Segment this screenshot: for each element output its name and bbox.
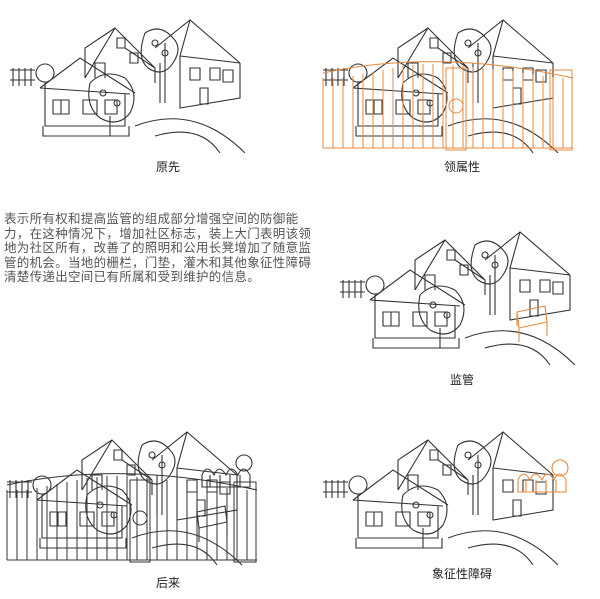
illustration-surveillance bbox=[339, 231, 576, 365]
caption-territoriality: 领属性 bbox=[443, 160, 480, 174]
caption-surveillance: 监管 bbox=[449, 373, 474, 387]
illustration-original bbox=[9, 19, 246, 153]
shrubs-fence-highlight bbox=[517, 459, 569, 493]
panel-symbolic-barriers bbox=[318, 420, 588, 565]
panel-surveillance bbox=[335, 220, 595, 365]
panel-after bbox=[2, 420, 272, 570]
caption-original: 原先 bbox=[155, 160, 180, 174]
panel-original bbox=[5, 8, 265, 153]
illustration-territoriality bbox=[322, 19, 574, 153]
caption-after: 后来 bbox=[155, 576, 180, 590]
illustration-after bbox=[6, 431, 258, 566]
illustration-symbolic-barriers bbox=[322, 431, 569, 565]
caption-symbolic-barriers: 象征性障碍 bbox=[431, 567, 492, 581]
description-text: 表示所有权和提高监管的组成部分增强空间的防御能力，在这种情况下，增加社区标志，装… bbox=[4, 211, 312, 285]
panel-territoriality bbox=[318, 8, 598, 153]
